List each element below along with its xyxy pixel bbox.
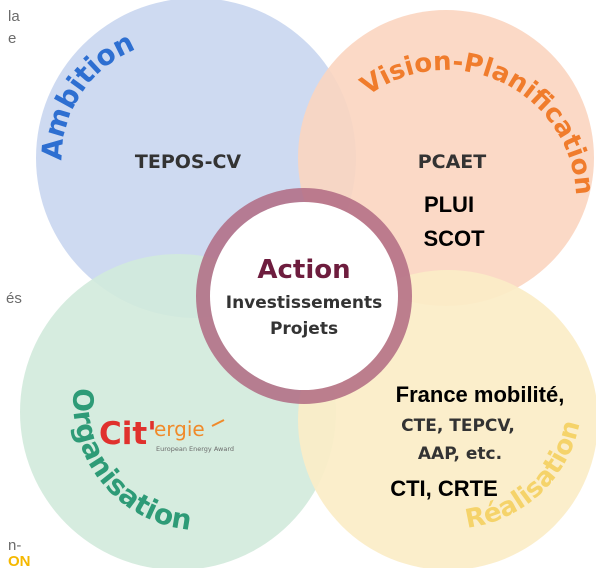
- center-circle: [210, 202, 398, 390]
- vision-item-scot: SCOT: [423, 226, 485, 251]
- realisation-item-cti-crte: CTI, CRTE: [390, 476, 498, 501]
- margin-fragment-4: n-: [8, 537, 22, 554]
- margin-fragment-5: ON: [8, 553, 31, 570]
- citergie-logo: Cit' ergie European Energy Award: [99, 416, 234, 453]
- margin-fragment-1: la: [8, 8, 20, 25]
- ambition-item-tepos-cv: TEPOS-CV: [135, 151, 242, 173]
- citergie-tagline: European Energy Award: [156, 445, 234, 453]
- citergie-logo-main: Cit': [99, 416, 157, 452]
- citergie-logo-suffix: ergie: [154, 417, 205, 441]
- center-line-investissements: Investissements: [226, 293, 382, 313]
- center-title: Action: [257, 255, 350, 285]
- center-line-projets: Projets: [270, 319, 338, 339]
- margin-fragment-3: és: [6, 290, 22, 307]
- margin-fragment-2: e: [8, 30, 17, 47]
- realisation-item-france-mobilite: France mobilité,: [396, 382, 565, 407]
- vision-item-pcaet: PCAET: [418, 151, 487, 173]
- realisation-item-cte-tepcv: CTE, TEPCV,: [401, 416, 515, 436]
- vision-item-plui: PLUI: [424, 192, 474, 217]
- citergie-swoosh-icon: [211, 419, 225, 427]
- realisation-item-aap: AAP, etc.: [418, 444, 502, 464]
